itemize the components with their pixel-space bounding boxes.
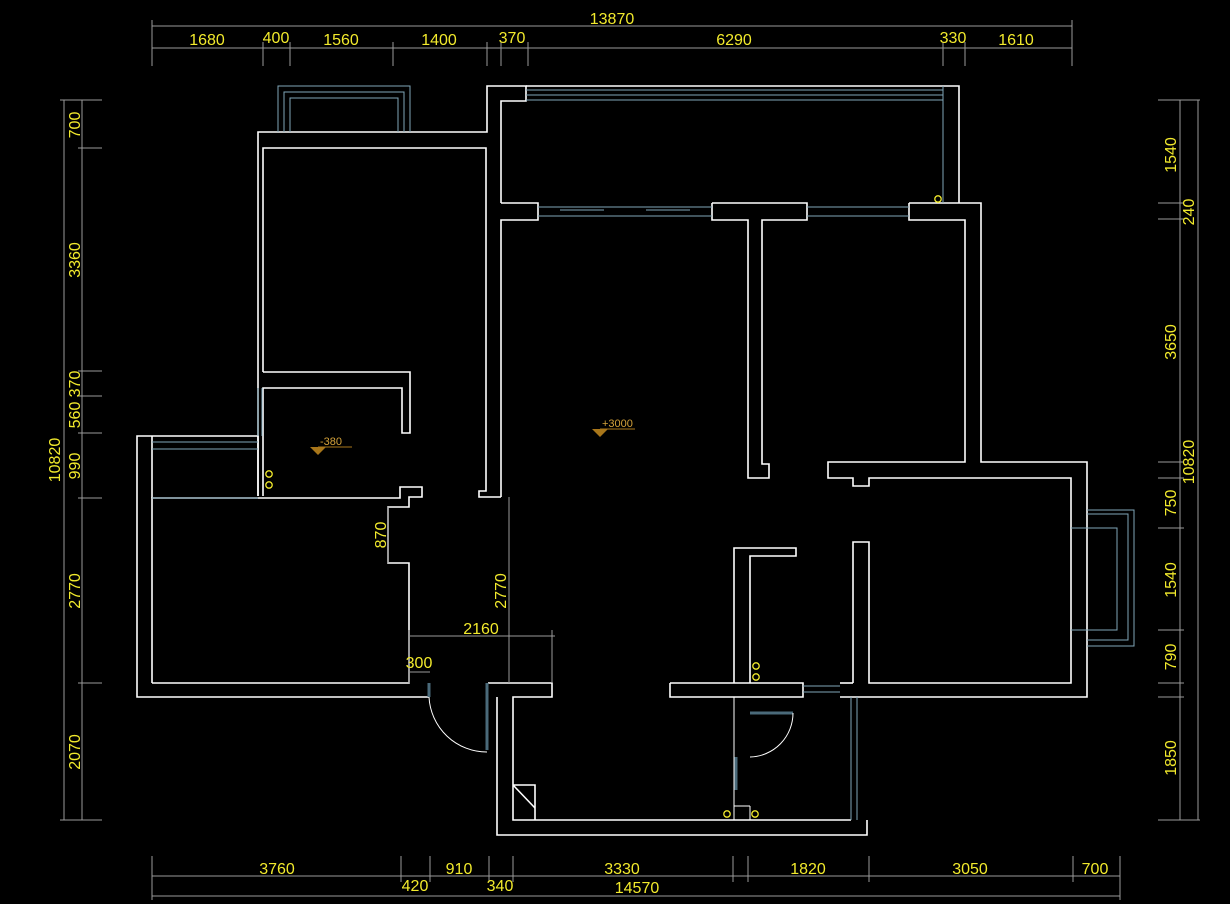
bottom-overall-dim: 14570 — [615, 880, 660, 897]
bottom-dim-2: 910 — [446, 861, 473, 878]
right-overall-dim: 10820 — [1181, 440, 1198, 485]
top-dim-7: 330 — [940, 30, 967, 47]
interior-dim-300: 300 — [406, 655, 433, 672]
bottom-dim-5: 3050 — [952, 861, 988, 878]
top-overall-dim: 13870 — [590, 11, 635, 28]
bottom-dim-4: 1820 — [790, 861, 826, 878]
left-dimension-chain: 10820 700 3360 370 560 990 2770 2070 — [47, 99, 102, 821]
left-dim-6: 2770 — [67, 573, 84, 609]
right-dim-1: 1540 — [1163, 137, 1180, 173]
top-dim-4: 1400 — [421, 32, 457, 49]
socket-icon — [934, 195, 942, 203]
interior-dim-870: 870 — [373, 522, 390, 549]
right-dim-5: 1540 — [1163, 562, 1180, 598]
bottom-dimension-chain: 3760 910 3330 1820 3050 700 420 340 1457… — [151, 856, 1121, 900]
top-dimension-chain: 13870 1680 400 1560 1400 370 6290 330 16… — [151, 11, 1073, 66]
left-dim-5: 990 — [67, 453, 84, 480]
bottom-dim-7: 420 — [402, 878, 429, 895]
bottom-dim-1: 3760 — [259, 861, 295, 878]
top-dim-5: 370 — [499, 30, 526, 47]
right-dim-3: 3650 — [1163, 324, 1180, 360]
level-marker-left-room: -380 — [310, 436, 352, 455]
bottom-dim-3: 3330 — [604, 861, 640, 878]
right-dim-6: 790 — [1163, 644, 1180, 671]
level-text-living: +3000 — [602, 418, 633, 430]
right-dim-7: 1850 — [1163, 740, 1180, 776]
socket-icon — [752, 662, 760, 670]
right-dimension-chain: 10820 1540 240 3650 750 1540 790 1850 — [1158, 99, 1200, 821]
bottom-dim-6: 700 — [1082, 861, 1109, 878]
level-text-left: -380 — [320, 436, 342, 448]
right-dim-2: 240 — [1181, 199, 1198, 226]
interior-dim-2160: 2160 — [463, 621, 499, 638]
left-overall-dim: 10820 — [47, 438, 64, 483]
socket-symbols — [265, 195, 942, 818]
top-dim-6: 6290 — [716, 32, 752, 49]
top-dim-2: 400 — [263, 30, 290, 47]
top-dim-3: 1560 — [323, 32, 359, 49]
door-swings — [428, 696, 794, 820]
socket-icon — [751, 810, 759, 818]
socket-icon — [723, 810, 731, 818]
left-dim-4: 560 — [67, 402, 84, 429]
socket-icon — [752, 673, 760, 681]
bottom-dim-8: 340 — [487, 878, 514, 895]
left-dim-2: 3360 — [67, 242, 84, 278]
left-dim-7: 2070 — [67, 734, 84, 770]
walls — [136, 85, 1088, 836]
socket-icon — [265, 481, 273, 489]
top-dim-8: 1610 — [998, 32, 1034, 49]
socket-icon — [265, 470, 273, 478]
interior-dim-2770: 2770 — [493, 573, 510, 609]
windows — [152, 85, 1135, 820]
level-marker-living-room: +3000 — [592, 418, 635, 437]
interior-dimensions: 870 2770 2160 300 — [373, 497, 555, 683]
left-dim-3: 370 — [67, 371, 84, 398]
right-dim-4: 750 — [1163, 490, 1180, 517]
top-dim-1: 1680 — [189, 32, 225, 49]
left-dim-1: 700 — [67, 112, 84, 139]
